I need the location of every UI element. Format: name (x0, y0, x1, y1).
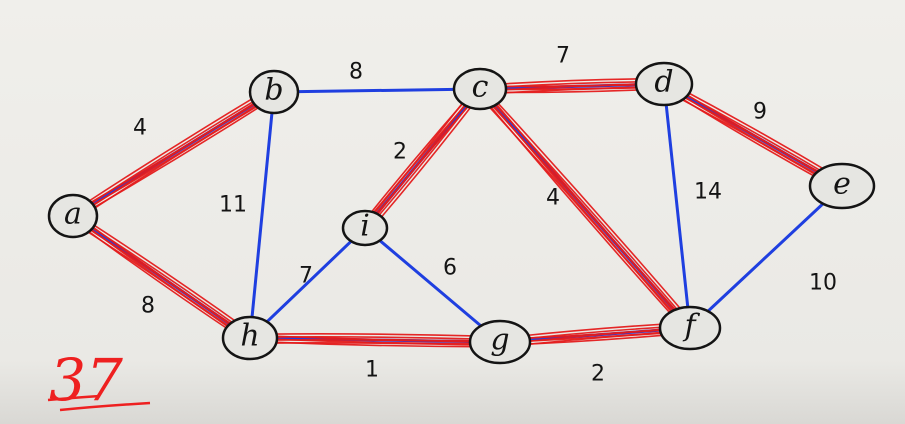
edge-weight-a-b: 4 (133, 116, 147, 141)
edge-weight-e-f: 10 (809, 271, 837, 296)
node-circle (452, 67, 508, 111)
mst-highlight-c-f (490, 95, 687, 316)
mst-highlight-c-i (366, 90, 473, 222)
node-g: g (468, 319, 532, 365)
node-d: d (634, 61, 694, 107)
mst-highlight-h-g (259, 336, 491, 341)
mst-highlight-a-h (76, 224, 242, 337)
mst-highlight-d-e (667, 91, 834, 186)
node-label: e (833, 167, 851, 202)
mst-highlight-c-f (488, 97, 685, 318)
mst-highlight-a-h (78, 221, 244, 335)
node-b: b (248, 69, 300, 115)
node-circle (221, 315, 279, 361)
mst-highlight-a-b (79, 94, 266, 211)
edge-weight-c-d: 7 (556, 44, 570, 69)
node-f: f (658, 305, 722, 351)
node-label: d (654, 65, 673, 100)
mst-highlight-d-e (672, 83, 839, 178)
node-i: i (341, 209, 389, 247)
node-circle (468, 319, 532, 365)
edge-d-f (662, 82, 692, 330)
node-circle (658, 305, 722, 351)
mst-highlight-a-b (82, 99, 269, 217)
mst-highlight-a-h (81, 216, 247, 330)
mst-highlight-c-i (368, 92, 475, 223)
edge-weight-d-e: 9 (753, 100, 767, 125)
mst-highlight-d-e (669, 89, 836, 184)
mst-highlight-h-g (259, 339, 491, 344)
node-label: b (264, 73, 283, 108)
mst-highlight-h-g (259, 342, 491, 347)
edge-weight-h-g: 1 (365, 358, 379, 383)
edge-b-h (248, 90, 276, 340)
mst-highlight-d-e (670, 86, 837, 181)
edge-weight-h-i: 7 (299, 264, 313, 289)
mst-highlight-h-g (259, 333, 491, 338)
edge-h-i (248, 226, 367, 340)
mst-highlight-c-i (373, 96, 480, 227)
edge-i-g (363, 226, 502, 344)
node-circle (47, 193, 99, 239)
total-underline (47, 394, 101, 402)
mst-highlight-a-h (79, 219, 246, 332)
node-label: i (360, 209, 370, 244)
node-a: a (47, 193, 99, 239)
node-h: h (221, 315, 279, 361)
node-circle (808, 162, 876, 210)
mst-highlight-a-b (81, 96, 268, 214)
node-label: a (64, 197, 82, 232)
node-circle (341, 209, 389, 247)
edge-b-c (272, 87, 482, 94)
mst-highlight-a-b (78, 91, 264, 209)
node-e: e (808, 162, 876, 210)
edge-weight-b-h: 11 (219, 193, 247, 218)
node-c: c (452, 67, 508, 111)
mst-total-weight: 37 (49, 346, 123, 414)
node-label: g (490, 323, 509, 358)
node-circle (634, 61, 694, 107)
mst-highlight-c-f (486, 99, 683, 320)
mst-highlight-c-i (370, 94, 477, 225)
edge-weight-c-f: 4 (546, 186, 560, 211)
total-underline (59, 401, 151, 412)
edge-weight-d-f: 14 (694, 180, 722, 205)
edge-weight-g-f: 2 (591, 362, 605, 387)
mst-highlight-c-f (483, 101, 680, 322)
node-label: c (472, 70, 489, 105)
edge-weight-a-h: 8 (141, 294, 155, 319)
edge-weight-c-i: 2 (393, 140, 407, 165)
edge-weight-i-g: 6 (443, 256, 457, 281)
node-label: h (240, 319, 259, 354)
edge-e-f (688, 184, 844, 330)
edge-weight-b-c: 8 (349, 60, 363, 85)
node-circle (248, 69, 300, 115)
